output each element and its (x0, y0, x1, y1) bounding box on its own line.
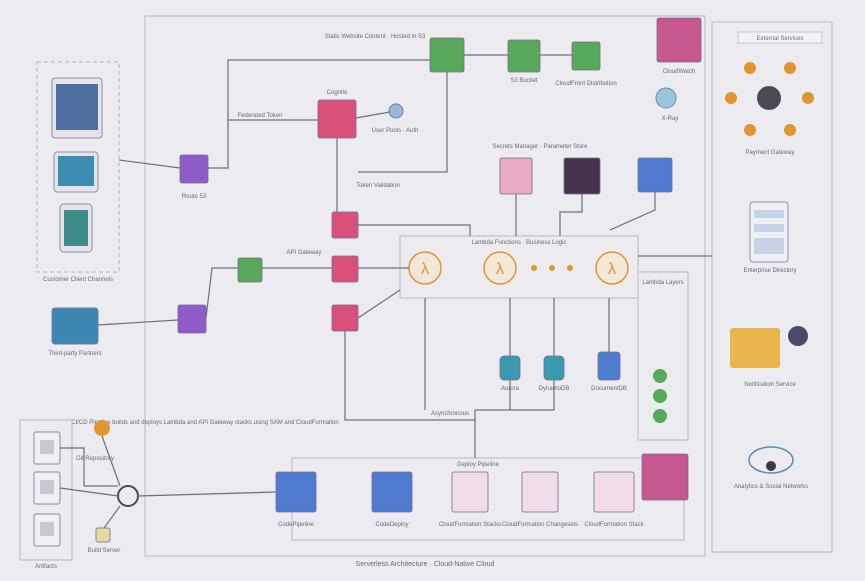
route53-label: Route 53 (182, 194, 207, 200)
api-gateway-bottom-icon (331, 304, 359, 332)
cloudfront-label: CloudFront Distribution (555, 81, 616, 87)
s3-bucket-label: S3 Bucket (510, 78, 538, 84)
artifact-icon (33, 513, 61, 547)
lambda-more-icon (531, 265, 573, 271)
async-label: Asynchronous (431, 411, 469, 417)
cloud-boundary (144, 15, 706, 557)
tablet-client-icon (53, 151, 99, 193)
cfn-stack-icon (593, 471, 635, 513)
api-gateway-main-icon (331, 255, 359, 283)
partner-label: Third-party Partners (48, 351, 101, 357)
docdb-icon (597, 351, 621, 381)
s3-bucket-icon (507, 39, 541, 73)
waf-icon (237, 257, 263, 283)
notification-service-label: Notification Service (744, 382, 796, 388)
external-services-title: External Services (757, 36, 804, 42)
xray-label: X-Ray (662, 116, 679, 122)
dynamodb-icon (637, 157, 673, 193)
codedeploy-label: CodeDeploy (375, 522, 408, 528)
origin-icon (571, 41, 601, 71)
partner-client-icon (51, 307, 99, 345)
svg-text:λ: λ (496, 261, 504, 278)
git-repository-icon (33, 431, 61, 465)
connectors (59, 54, 712, 529)
codebuild-icon (117, 485, 139, 507)
layer-1-icon (653, 369, 667, 383)
repo-user-icon (94, 420, 110, 436)
layer-3-icon (653, 409, 667, 423)
client-channels-group (36, 61, 120, 273)
user-pools-label: User Pools · Auth (372, 128, 419, 134)
codedeploy-icon (371, 471, 413, 513)
docdb-label: DocumentDB (591, 386, 627, 392)
svg-text:λ: λ (421, 261, 429, 278)
cognito-icon (317, 99, 357, 139)
lambda-layers-label: Lambda Layers (642, 280, 683, 286)
cognito-label: Cognito (327, 90, 348, 96)
enterprise-directory-icon (749, 201, 789, 263)
external-services-panel (711, 21, 833, 553)
cfn-stacks-icon (451, 471, 489, 513)
lambda-function-3-icon: λ (595, 251, 629, 285)
api-gateway-label: API Gateway (286, 250, 321, 256)
desktop-client-icon (51, 77, 103, 139)
codepipeline-icon (275, 471, 317, 513)
xray-icon (655, 87, 677, 109)
external-services-header (737, 31, 823, 44)
static-content-label: Static Website Content · Hosted in S3 (325, 34, 426, 40)
deploy-pipeline-label: Deploy Pipeline (457, 462, 499, 468)
payment-gateway-icon (725, 62, 814, 136)
federated-token-label: Federated Token (238, 113, 283, 119)
cloudwatch-label: CloudWatch (663, 69, 695, 75)
analytics-cloud-icon (748, 446, 794, 474)
rds-icon (563, 157, 601, 195)
aurora-icon (499, 355, 521, 381)
build-stage-label: Artifacts (35, 564, 57, 570)
analytics-label: Analytics & Social Networks (734, 484, 808, 490)
monitoring-icon (641, 453, 689, 501)
cloudwatch-icon (656, 17, 702, 63)
api-gateway-top-icon (331, 211, 359, 239)
cfn-stack-label: CloudFormation Stack (584, 522, 644, 528)
svg-text:λ: λ (608, 261, 616, 278)
dynamo-store-icon (543, 355, 565, 381)
repo-label: Git Repository (76, 456, 114, 462)
cfn-stacks-label: CloudFormation Stacks (439, 522, 501, 528)
cfn-changesets-icon (521, 471, 559, 513)
enterprise-directory-label: Enterprise Directory (743, 268, 796, 274)
cfn-changesets-label: CloudFormation Changesets (502, 522, 578, 528)
build-user-icon (95, 527, 111, 543)
route53-icon (179, 154, 209, 184)
devops-note: CI/CD Pipeline builds and deploys Lambda… (71, 420, 338, 426)
lambda-function-1-icon: λ (408, 251, 442, 285)
lambda-function-2-icon: λ (483, 251, 517, 285)
lambda-group (399, 235, 639, 299)
payment-gateway-label: Payment Gateway (745, 150, 794, 156)
build-label: Build Server (88, 548, 121, 554)
layer-2-icon (653, 389, 667, 403)
secrets-icon (499, 157, 533, 195)
build-server-icon (33, 471, 61, 505)
codepipeline-label: CodePipeline (278, 522, 314, 528)
lambda-layers-group (637, 271, 689, 441)
user-pool-icon (388, 103, 404, 119)
token-validation-label: Token Validation (356, 183, 400, 189)
secrets-label: Secrets Manager · Parameter Store (492, 144, 588, 150)
cloudfront-icon (429, 37, 465, 73)
client-channels-label: Customer Client Channels (43, 277, 113, 283)
mobile-client-icon (59, 203, 93, 253)
lambda-group-label: Lambda Functions · Business Logic (471, 240, 566, 246)
edge-node-icon (177, 304, 207, 334)
notification-service-icon (730, 326, 808, 368)
diagram-title: Serverless Architecture · Cloud-Native C… (356, 561, 495, 568)
